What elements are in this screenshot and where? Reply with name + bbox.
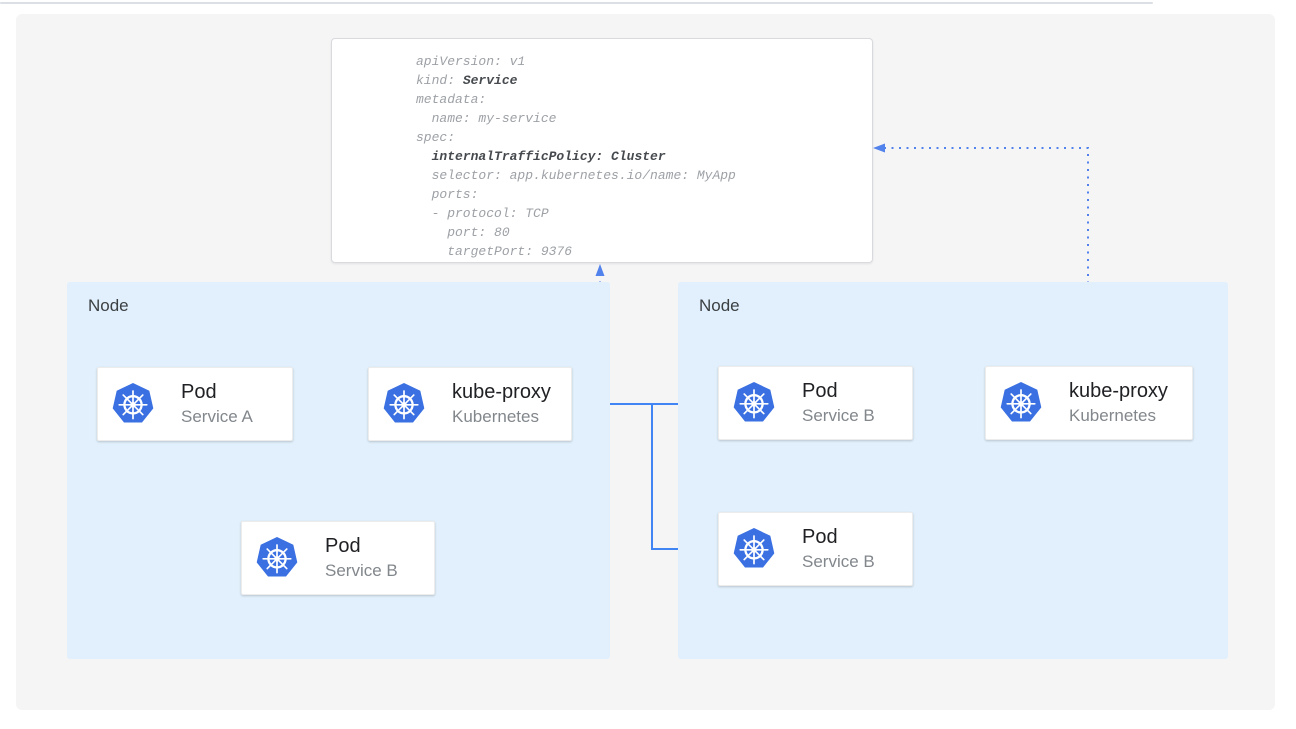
yaml-line: name: my-service [416, 111, 557, 126]
kubernetes-icon [255, 536, 299, 578]
card-subtitle: Service A [181, 407, 253, 426]
card-title: Pod [181, 381, 217, 403]
yaml-line: selector: app.kubernetes.io/name: MyApp [416, 168, 736, 183]
node-label: Node [88, 296, 129, 315]
kubernetes-icon [382, 382, 426, 424]
yaml-line: spec: [416, 130, 456, 145]
card-title: kube-proxy [452, 381, 551, 403]
card-subtitle: Service B [325, 561, 398, 580]
card-pod-service-a: Pod Service A [97, 367, 293, 441]
node-box-right: Node [678, 282, 1228, 659]
node-box-left: Node [67, 282, 610, 659]
card-pod-service-b-right-bottom: Pod Service B [718, 512, 913, 586]
yaml-line: apiVersion: v1 [416, 54, 526, 69]
card-title: Pod [802, 380, 838, 402]
yaml-line: - protocol: TCP [416, 206, 549, 221]
card-subtitle: Service B [802, 406, 875, 425]
top-divider [0, 2, 1153, 4]
card-title: kube-proxy [1069, 380, 1168, 402]
card-kube-proxy-left: kube-proxy Kubernetes [368, 367, 572, 441]
yaml-line: ports: [416, 187, 479, 202]
card-title: Pod [325, 535, 361, 557]
yaml-code: apiVersion: v1 kind: Service metadata: nam… [416, 52, 736, 261]
kubernetes-icon [732, 527, 776, 569]
card-kube-proxy-right: kube-proxy Kubernetes [985, 366, 1193, 440]
card-subtitle: Kubernetes [452, 407, 539, 426]
kubernetes-icon [732, 381, 776, 423]
kubernetes-icon [111, 382, 155, 424]
node-label: Node [699, 296, 740, 315]
card-subtitle: Kubernetes [1069, 406, 1156, 425]
card-pod-service-b-right-top: Pod Service B [718, 366, 913, 440]
yaml-line: metadata: [416, 92, 487, 107]
kubernetes-icon [999, 381, 1043, 423]
card-subtitle: Service B [802, 552, 875, 571]
yaml-line: port: 80 [416, 225, 510, 240]
diagram-canvas: apiVersion: v1 kind: Service metadata: nam… [16, 14, 1275, 710]
yaml-line: kind: Service [416, 73, 518, 88]
yaml-line: targetPort: 9376 [416, 244, 573, 259]
yaml-line: internalTrafficPolicy: Cluster [431, 149, 666, 164]
service-yaml-card: apiVersion: v1 kind: Service metadata: nam… [331, 38, 873, 263]
card-title: Pod [802, 526, 838, 548]
card-pod-service-b-left: Pod Service B [241, 521, 435, 595]
